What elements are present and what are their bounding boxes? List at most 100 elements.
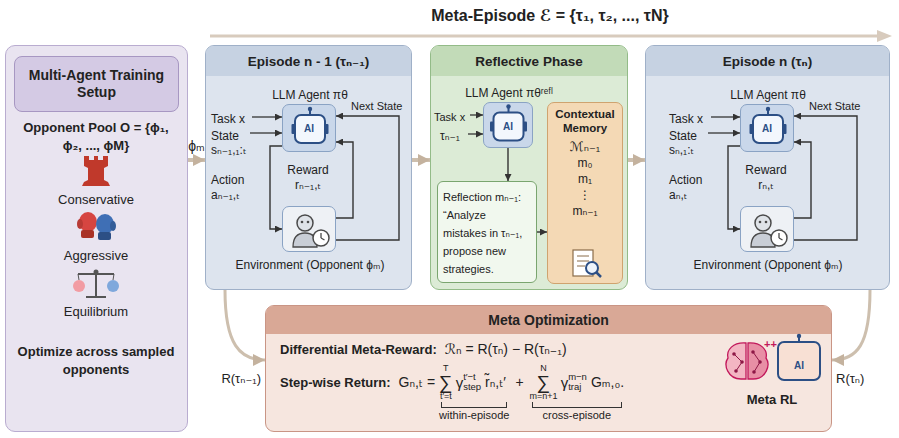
connector — [728, 146, 740, 229]
agent-label: LLM Agent πθʳᵉᶠˡ — [465, 86, 553, 100]
formula-text: m=n+1 — [530, 392, 558, 401]
agent-label: LLM Agent πθ — [730, 88, 806, 102]
pool-text: Opponent Pool O = {ϕ₁, ϕ₂, ..., ϕM} — [23, 120, 168, 153]
connector — [336, 142, 353, 218]
panel-title: Multi-Agent Training Setup — [19, 67, 174, 101]
panel-header: Episode n - 1 (τₙ₋₁) — [206, 46, 411, 76]
opponent-name: Aggressive — [64, 248, 128, 263]
diagram-label: rₙ₋₁,ₜ — [295, 178, 321, 192]
environment-label: Environment (Opponent ϕₘ) — [694, 258, 843, 272]
diagram-label: ++ — [764, 338, 777, 350]
formula-text: Differential Meta-Reward: — [280, 342, 437, 357]
formula-text: Meta Optimization — [488, 312, 609, 328]
connector — [336, 116, 399, 240]
text-slot: Environment (Opponent ϕₘ) — [693, 255, 843, 273]
text-slot: AI — [778, 355, 820, 373]
diagram-label: Reward — [745, 163, 786, 177]
text-slot: aₙ₋₁,ₜ — [211, 185, 240, 203]
diagram-label: Next State — [351, 100, 402, 112]
formula-text: t′−t — [463, 372, 481, 382]
edge-label: R(τₙ₋₁) — [221, 371, 261, 386]
formula-text: cross-episode — [543, 409, 611, 421]
formula-row: T∑t′=tγt′−tstepr̃ₙ,ₜ′ — [439, 362, 509, 402]
brace-group: T∑t′=tγt′−tstepr̃ₙ,ₜ′within-episode — [439, 362, 509, 421]
memory-box: Contextual Memoryℳₙ₋₁m₀m₁⋮mₙ₋₁ — [547, 102, 623, 284]
environment-box: Environment (Opponent ϕₘ) — [282, 206, 336, 252]
text-slot: Task x — [434, 107, 465, 125]
memory-item: ⋮ — [579, 187, 591, 203]
text-slot: Next State — [351, 96, 402, 114]
brace-label-slot: within-episode — [439, 408, 509, 421]
formula-text: Step-wise Return: — [280, 375, 391, 390]
formula-text: + — [515, 374, 523, 390]
diagram-label: Action — [211, 173, 244, 187]
text-slot: ϕₘ — [181, 137, 213, 155]
panel-header: Episode n (τₙ) — [646, 46, 889, 76]
panel-note: Optimize across sampled opponents — [18, 344, 175, 377]
reflection-box: Reflection mₙ₋₁: “Analyze mistakes in τₙ… — [437, 181, 537, 283]
text-slot: AI — [282, 114, 336, 142]
diagram-label: rₙ,ₜ — [758, 178, 774, 192]
panel-header: Reflective Phase — [431, 46, 627, 76]
connector — [537, 231, 547, 232]
environment-label: Environment (Opponent ϕₘ) — [236, 258, 385, 272]
formula-text: t′=t — [440, 392, 452, 401]
diagram-label: Task x — [434, 111, 465, 123]
formula-text: within-episode — [439, 409, 509, 421]
header-box: Multi-Agent Training Setup — [14, 56, 179, 112]
sum-sign: T∑t′=t — [439, 364, 453, 401]
text-slot: Action — [669, 170, 702, 188]
underbrace — [532, 402, 622, 408]
edge-label: ϕₘ — [188, 138, 205, 154]
text-slot: aₙ,ₜ — [669, 185, 687, 203]
formula-text: γ — [561, 374, 569, 391]
formula-text: T — [443, 364, 449, 373]
connector — [507, 148, 508, 181]
panel-header: Meta Optimization — [266, 306, 831, 334]
opponent-name: Equilibrium — [64, 304, 128, 319]
diagram-label: Next State — [809, 100, 860, 112]
connector — [270, 146, 282, 229]
text-slot: Task x — [211, 109, 245, 127]
formula-row: N∑m=n+1γm−ntrajGₘ,₀. — [530, 362, 624, 402]
script-stack: m−ntraj — [568, 372, 587, 392]
text-slot: AI — [740, 114, 794, 142]
text-slot: Opponent Pool O = {ϕ₁, ϕ₂, ..., ϕM} — [12, 118, 180, 154]
formula-row: Differential Meta-Reward:ℛₙ = R(τₙ) − R(… — [280, 341, 567, 357]
text-slot: sₙ,₁:ₜ — [669, 140, 694, 158]
formula-cell: Gₙ,ₜ = — [399, 362, 440, 402]
meta-panel: Meta OptimizationDifferential Meta-Rewar… — [265, 305, 832, 432]
text-slot: Optimize across sampled opponents — [16, 342, 176, 378]
text-slot: AI — [483, 112, 533, 140]
script-stack: t′−tstep — [463, 372, 481, 392]
diagram-label: aₙ₋₁,ₜ — [211, 188, 240, 202]
text-slot: Equilibrium — [6, 302, 186, 320]
panel-title: Reflective Phase — [475, 54, 582, 69]
memory-title: Contextual Memory — [551, 107, 619, 135]
formula-cell: Step-wise Return: — [280, 362, 399, 402]
agent-box: LLM Agent πθʳᵉᶠˡAI — [483, 102, 533, 148]
diagram-label: AI — [794, 360, 804, 371]
diagram-label: sₙ₋₁,₁:ₜ — [211, 143, 246, 157]
diagram-label: State — [211, 129, 239, 143]
edge-label: R(τₙ) — [836, 371, 864, 386]
memory-symbol: ℳₙ₋₁ — [570, 138, 600, 155]
formula-text: N — [540, 364, 547, 373]
connector — [832, 290, 870, 360]
icon-caption: Meta RL — [747, 392, 798, 407]
diagram-title: Meta-Episode ℰ = {τ₁, τ₂, ..., τN} — [431, 7, 669, 24]
text-slot: State — [669, 126, 697, 144]
formula-row: Step-wise Return:Gₙ,ₜ =T∑t′=tγt′−tstepr̃… — [280, 362, 624, 421]
agent-box: LLM Agent πθAI — [740, 104, 794, 152]
environment-box: Environment (Opponent ϕₘ) — [740, 206, 794, 252]
formula-text: r̃ₙ,ₜ′ — [485, 374, 506, 390]
panel-title: Episode n - 1 (τₙ₋₁) — [248, 53, 370, 69]
text-slot: State — [211, 126, 239, 144]
text-slot: τₙ₋₁ — [440, 126, 460, 144]
icon-text: AI — [762, 123, 772, 134]
setup-panel: Opponent Pool O = {ϕ₁, ϕ₂, ..., ϕM}Conse… — [5, 45, 188, 432]
connector — [794, 116, 857, 240]
formula-text: step — [463, 382, 481, 392]
text-slot: R(τₙ) — [836, 369, 896, 387]
